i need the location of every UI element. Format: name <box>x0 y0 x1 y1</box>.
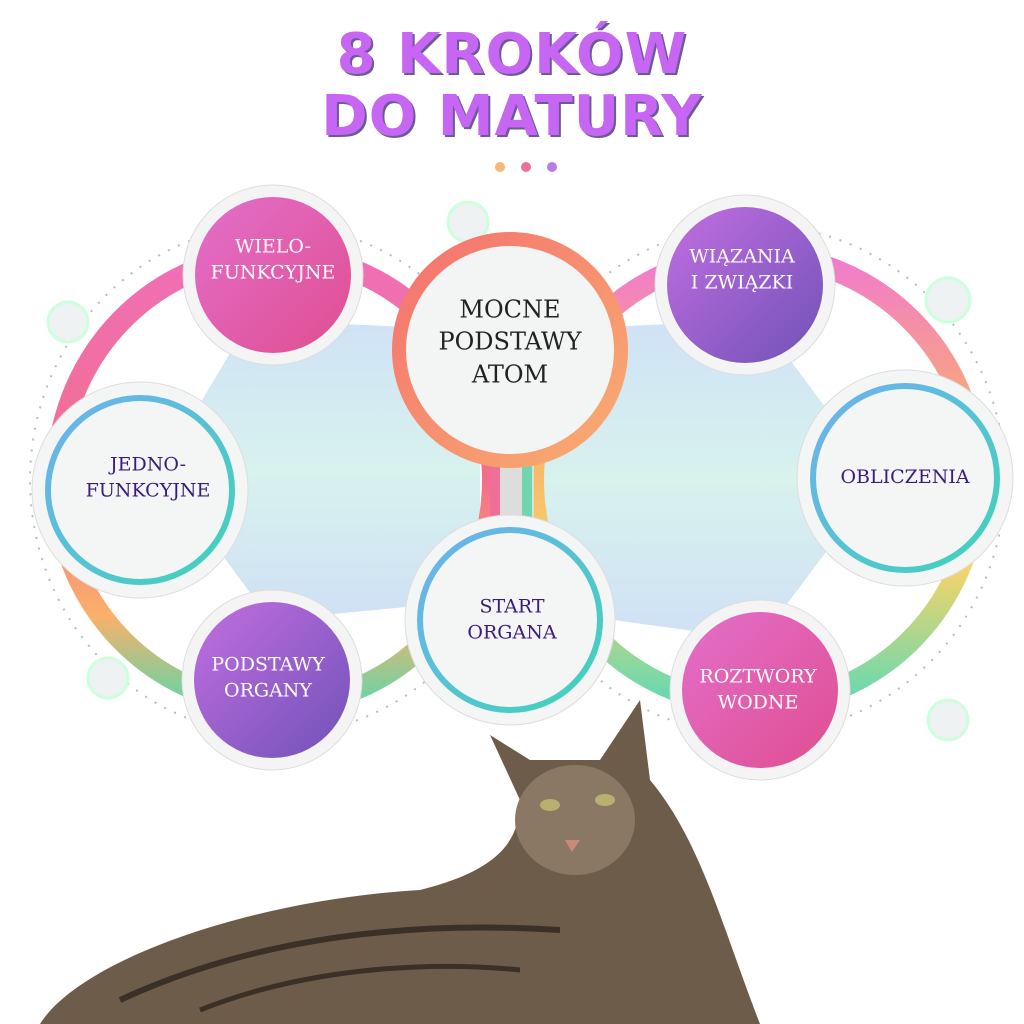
step-obliczenia[interactable]: OBLICZENIA <box>840 465 969 491</box>
step-wielo-funkcyjne[interactable]: WIELO- FUNKCYJNE <box>211 234 336 285</box>
left-fill <box>160 320 480 620</box>
decorative-dots <box>495 162 557 172</box>
step-label: MOCNE <box>459 295 561 324</box>
step-label: ATOM <box>471 360 549 389</box>
step-label: WODNE <box>717 691 799 713</box>
step-circles <box>31 184 1014 781</box>
step-label: FUNKCYJNE <box>85 479 211 501</box>
step-label: FUNKCYJNE <box>210 261 336 283</box>
step-label: WIĄZANIA <box>689 245 795 268</box>
step-podstawy-organy[interactable]: PODSTAWY ORGANY <box>211 652 324 703</box>
title-line-1: 8 KROKÓW <box>336 22 688 87</box>
dot-purple <box>547 162 557 172</box>
step-label: OBLICZENIA <box>840 466 970 489</box>
step-label: ORGANY <box>224 679 312 701</box>
cat-illustration <box>40 700 760 1024</box>
step-wiazania-i-zwiazki[interactable]: WIĄZANIA I ZWIĄZKI <box>689 244 795 295</box>
dot-orange <box>495 162 505 172</box>
right-fill <box>540 320 880 640</box>
step-label: PODSTAWY <box>438 327 582 356</box>
step-jedno-funkcyjne[interactable]: JEDNO- FUNKCYJNE <box>86 452 211 503</box>
title-line-2: DO MATURY <box>321 84 703 149</box>
step-start-organa[interactable]: START ORGANA <box>467 594 556 645</box>
connector-stripe <box>490 460 500 520</box>
step-mocne-podstawy-atom[interactable]: MOCNE PODSTAWY ATOM <box>438 293 581 390</box>
step-label: ROZTWORY <box>699 665 817 688</box>
connector-stripe <box>522 460 532 520</box>
step-label: WIELO- <box>234 235 312 258</box>
step-label: PODSTAWY <box>211 653 325 676</box>
step-label: JEDNO- <box>109 453 187 476</box>
step-label: I ZWIĄZKI <box>690 271 794 293</box>
step-roztwory-wodne[interactable]: ROZTWORY WODNE <box>699 664 816 715</box>
bubbles <box>46 200 972 742</box>
step-label: START <box>479 595 545 618</box>
dot-pink <box>521 162 531 172</box>
step-label: ORGANA <box>467 621 557 643</box>
